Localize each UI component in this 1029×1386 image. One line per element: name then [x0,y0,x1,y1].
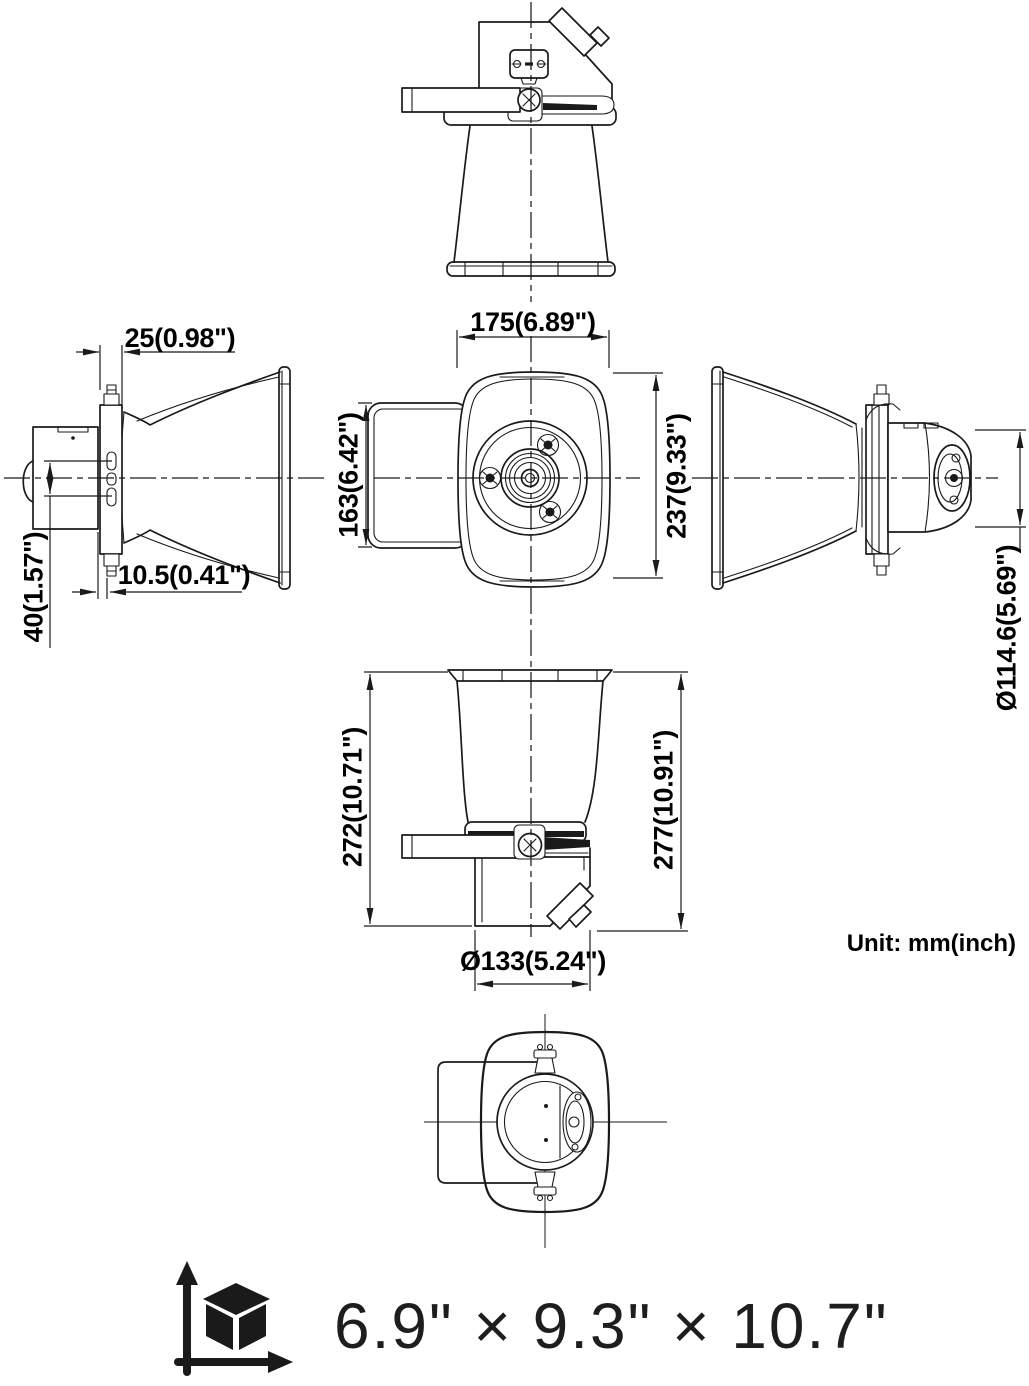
housing-top-slot-2 [923,422,939,429]
center-dot-top [544,1104,548,1108]
mount-slot-bottom [106,487,117,507]
bracket-wedge [542,837,590,850]
clamp-bottom [865,537,901,555]
bell-clamp-tabs [499,376,565,582]
clamp-bottom [534,1171,556,1188]
dim-label-bracket-offset: 25(0.98") [125,323,236,353]
housing-top-slot-1 [903,422,919,429]
dim-163-extensions [358,402,372,548]
clamp-top [534,1057,556,1074]
bracket-plate-inner-lines [871,404,880,555]
horn-flare-outline [453,125,609,263]
dim-label-height: 237(9.33") [662,413,692,538]
horn-flare-outline [456,680,604,823]
bracket-plate-inner [373,408,469,543]
dim-label-bracket-height: 163(6.42") [334,412,364,537]
bell-rim [447,669,613,682]
bell-rim-detail [711,370,724,586]
unit-note-label: Unit: mm(inch) [847,930,1016,957]
front-screw-top-right [536,433,560,457]
clamp-bottom-cap [533,1186,557,1196]
dim-25-extensions [99,345,123,408]
bolt-top-stud [876,384,887,395]
bracket-plate-outer [367,402,469,549]
cube-right-face [239,1304,266,1350]
right-side-view: Ø114.6(5.69") [711,366,1026,712]
clamp-top-bolt-1 [536,1043,544,1051]
bracket-arm [401,87,521,113]
bracket-flange-band [543,103,597,110]
magnet-screw-top [951,453,961,463]
bell-face-inner [465,378,603,581]
magnet-screw-top [574,1093,582,1101]
box-dimensions-3d-icon [174,1261,293,1376]
rear-view [424,1014,667,1248]
left-side-view: 25(0.98") 10.5(0.41") 40(1.57") [19,323,291,648]
magnet-oval-outer [562,1091,592,1153]
dim-272-extensions [364,671,472,927]
axis-lines [174,1278,272,1376]
cube-left-face [206,1304,233,1350]
bracket-arm [401,834,519,859]
front-view: 175(6.89") 163(6.42") 237(9.33") [334,307,692,588]
body-inner-lines [481,856,585,923]
horn-flare-outline [123,371,281,584]
center-dot-bottom [544,1138,548,1142]
horn-flare-inner [723,376,863,579]
bell-outline [479,1030,611,1214]
dim-label-bracket-thickness: 10.5(0.41") [118,560,251,590]
bell-rim-detail [462,669,598,682]
clamp-top [865,403,901,421]
clamp-top-bolt-2 [546,1043,554,1051]
magnet-hole [568,1116,580,1128]
plate-details [511,63,547,85]
dim-label-depth-bracket: 272(10.71") [338,727,368,867]
clamp-bottom-bolt-2 [546,1194,554,1202]
magnet-screw-bottom [949,495,959,505]
clamp-top-cap [533,1049,557,1059]
housing-rear-dome [22,460,34,503]
cable-gland-nub [589,26,610,47]
dim-1146-extensions [975,429,1026,528]
axis-arrow-right [268,1351,293,1373]
bracket-plate [865,404,889,555]
bolt-top-nut [103,393,120,406]
mount-slot-middle [106,472,117,486]
dim-label-mount-spacing: 40(1.57") [19,532,49,643]
bolt-bottom-stud [876,565,887,576]
cube-top-face [203,1283,270,1315]
dim-label-width: 175(6.89") [470,307,595,337]
bottom-view: 272(10.71") 277(10.91") Ø133(5.24") [338,669,688,991]
horn-flare-outline [722,371,857,584]
dim-175-extensions [456,330,610,368]
bolt-bottom-nut [873,553,890,567]
axis-arrow-up [176,1261,198,1285]
clamp-bottom-bolt-1 [536,1194,544,1202]
housing-dot [71,436,75,440]
dim-105-extensions [97,532,108,599]
dim-label-driver-diameter: Ø114.6(5.69") [992,545,1022,712]
dim-237-extensions [613,372,663,579]
cable-gland-nub [568,904,592,928]
centerlines [4,2,998,937]
pivot-screw-cross [522,93,536,107]
dim-label-bell-diameter: Ø133(5.24") [460,946,606,976]
housing-panel-seam [924,422,931,533]
dim-40-extensions [44,460,112,497]
bracket-plate-outline [437,1061,539,1184]
dim-277-extensions [597,671,688,932]
magnet-screw-bottom [571,1143,579,1151]
front-screw-bottom-right [538,500,562,524]
overall-size-label: 6.9" × 9.3" × 10.7" [334,1290,889,1362]
top-view [401,7,617,277]
housing-top-slot [57,426,89,433]
pivot-screw-cross [523,838,537,852]
magnet-oval-inner [565,1100,585,1144]
dim-label-depth-overall: 277(10.91") [649,730,679,870]
dim-133-extensions [474,930,591,991]
